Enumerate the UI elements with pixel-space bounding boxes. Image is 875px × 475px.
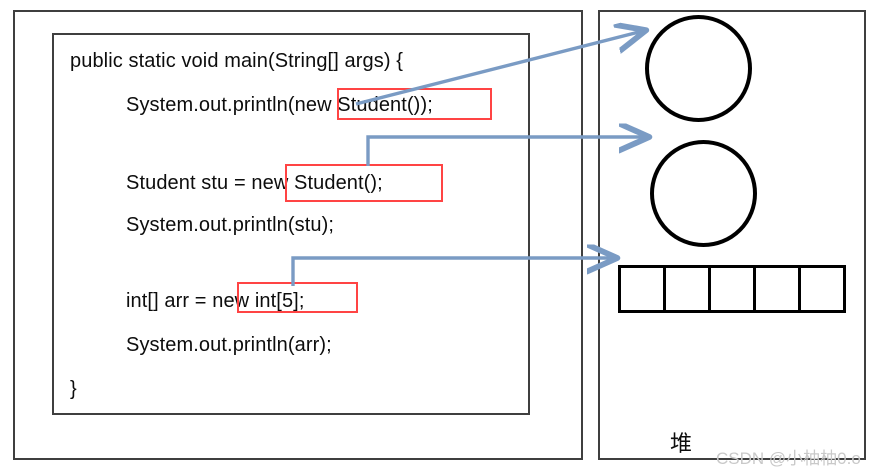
code-line: public static void main(String[] args) {	[70, 50, 404, 72]
heap-label: 堆	[670, 431, 693, 456]
array-cell	[801, 268, 843, 310]
array-cell	[756, 268, 801, 310]
stack-panel	[13, 10, 583, 460]
array-cell	[621, 268, 666, 310]
code-line: System.out.println(stu);	[126, 214, 335, 236]
code-line: Student stu = new Student();	[126, 172, 383, 194]
code-line: }	[70, 378, 77, 400]
code-line: System.out.println(new Student());	[126, 94, 433, 116]
heap-panel	[598, 10, 866, 460]
array-cell	[666, 268, 711, 310]
array-cell	[711, 268, 756, 310]
heap-object-circle-1	[645, 15, 752, 122]
watermark: CSDN @小柚柚0.o	[716, 449, 861, 468]
heap-object-circle-2	[650, 140, 757, 247]
code-line: System.out.println(arr);	[126, 334, 332, 356]
code-block: public static void main(String[] args) {…	[52, 33, 530, 415]
heap-array	[618, 265, 846, 313]
code-line: int[] arr = new int[5];	[126, 290, 305, 312]
